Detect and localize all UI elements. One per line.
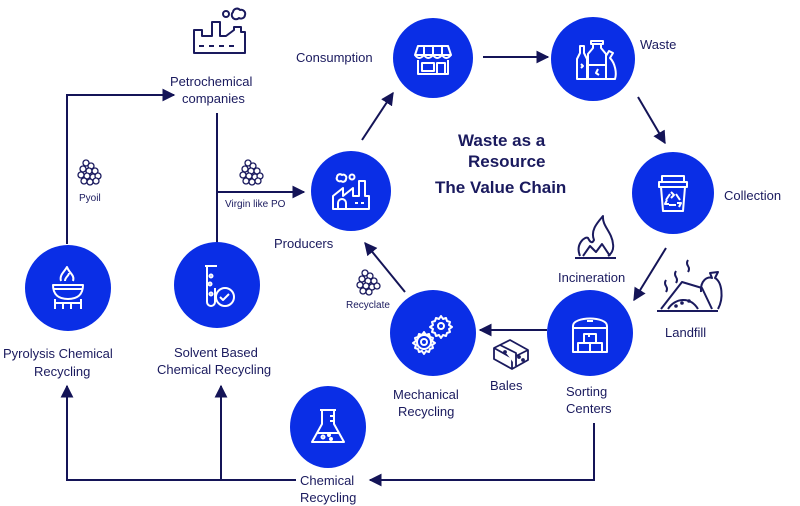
pellets-icon-recyclate	[356, 269, 381, 296]
label-petrochemical-line1: Petrochemical	[170, 74, 253, 89]
test-tube-check-icon	[205, 265, 235, 307]
node-collection[interactable]	[632, 152, 714, 234]
diagram-title-line3: The Value Chain	[435, 178, 567, 197]
node-solvent-based[interactable]	[174, 242, 260, 328]
label-petrochemical-line2: companies	[182, 91, 245, 106]
edge-chemical-pyrolysis	[60, 384, 296, 481]
bales-icon	[493, 339, 529, 370]
flow-label-virgin-po: Virgin like PO	[225, 199, 286, 210]
pellets-icon-virgin-po	[239, 159, 264, 186]
recycle-bin-icon	[658, 175, 688, 212]
node-mechanical-recycling[interactable]	[390, 290, 476, 376]
flow-label-recyclate: Recyclate	[346, 300, 390, 311]
label-chemical-line1: Chemical	[300, 473, 355, 488]
label-pyrolysis-line2: Recycling	[34, 364, 91, 379]
warehouse-boxes-icon	[572, 317, 608, 353]
label-waste: Waste	[640, 37, 677, 52]
label-pyrolysis-line1: Pyrolysis Chemical	[3, 346, 113, 361]
edge-sorting-chemical	[368, 423, 595, 487]
label-consumption: Consumption	[296, 50, 373, 65]
label-mechanical-line1: Mechanical	[393, 387, 459, 402]
label-sorting-line1: Sorting	[566, 384, 608, 399]
grill-flame-icon	[52, 266, 84, 309]
edge-producers-consumption	[361, 91, 394, 141]
label-solvent-line2: Chemical Recycling	[157, 362, 272, 377]
edge-pyrolysis-petrochemical	[66, 88, 176, 244]
flow-label-pyoil: Pyoil	[79, 193, 101, 204]
edge-waste-collection	[637, 96, 666, 145]
pellets-icon-pyoil	[77, 159, 102, 186]
node-sorting-centers[interactable]	[547, 290, 633, 376]
label-mechanical-line2: Recycling	[398, 404, 455, 419]
label-producers: Producers	[274, 236, 334, 251]
node-pyrolysis[interactable]	[25, 245, 111, 331]
edge-mechanical-producers	[364, 241, 406, 293]
bottles-bag-icon	[576, 40, 617, 80]
landfill-icon	[657, 259, 723, 312]
label-bales: Bales	[490, 378, 523, 393]
node-waste[interactable]	[551, 17, 635, 101]
factory-icon	[332, 173, 370, 210]
node-producers[interactable]	[311, 151, 391, 231]
storefront-icon	[414, 45, 452, 75]
edge-collection-sorting	[633, 247, 667, 302]
gears-icon	[412, 315, 453, 355]
node-chemical-recycling[interactable]	[290, 386, 366, 468]
flask-icon	[311, 409, 345, 443]
label-landfill: Landfill	[665, 325, 707, 340]
diagram-title-line2: Resource	[468, 152, 546, 171]
label-solvent-line1: Solvent Based	[174, 345, 258, 360]
label-incineration: Incineration	[558, 270, 626, 285]
node-consumption[interactable]	[393, 18, 473, 98]
diagram-title-line1: Waste as a	[458, 131, 546, 150]
label-sorting-line2: Centers	[566, 401, 612, 416]
fire-icon	[575, 215, 616, 259]
label-collection: Collection	[724, 188, 782, 203]
label-chemical-line2: Recycling	[300, 490, 357, 505]
petrochemical-factory-icon	[193, 7, 247, 54]
